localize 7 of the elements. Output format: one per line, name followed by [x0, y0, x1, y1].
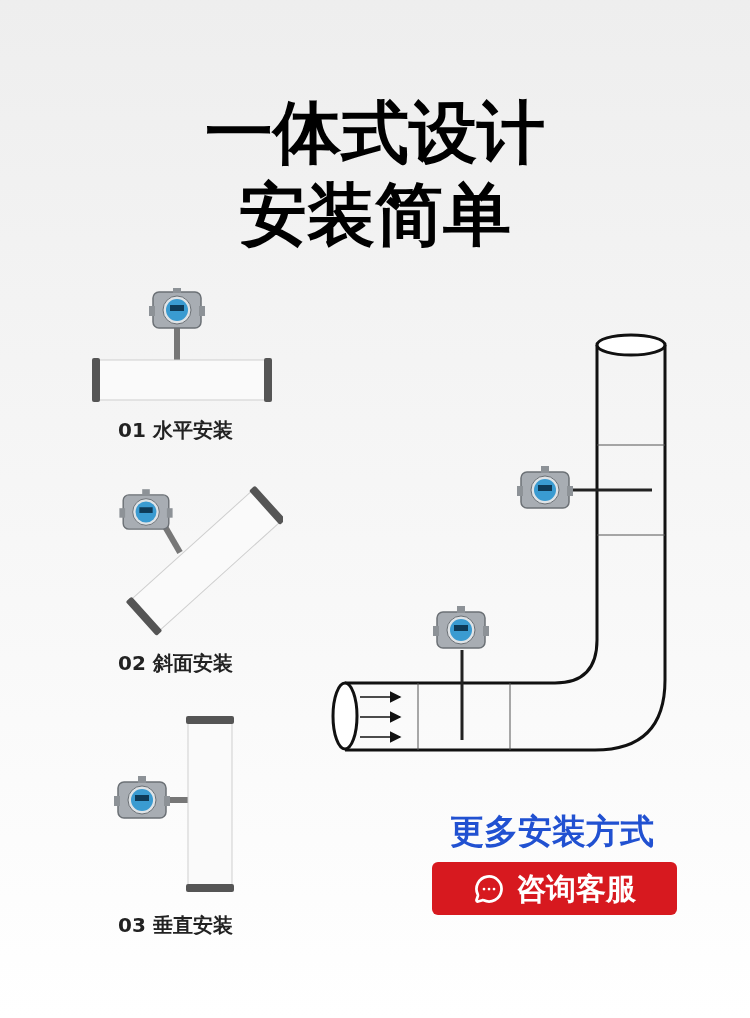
- caption: 02 斜面安装: [118, 650, 233, 677]
- heading: 更多安装方式: [449, 810, 655, 853]
- caption: 03 垂直安装: [118, 912, 233, 939]
- button-label: 咨询客服: [515, 870, 636, 908]
- contact-button: [432, 862, 677, 915]
- caption: 01 水平安装: [118, 417, 233, 444]
- title: 一体式设计安装简单: [204, 92, 546, 256]
